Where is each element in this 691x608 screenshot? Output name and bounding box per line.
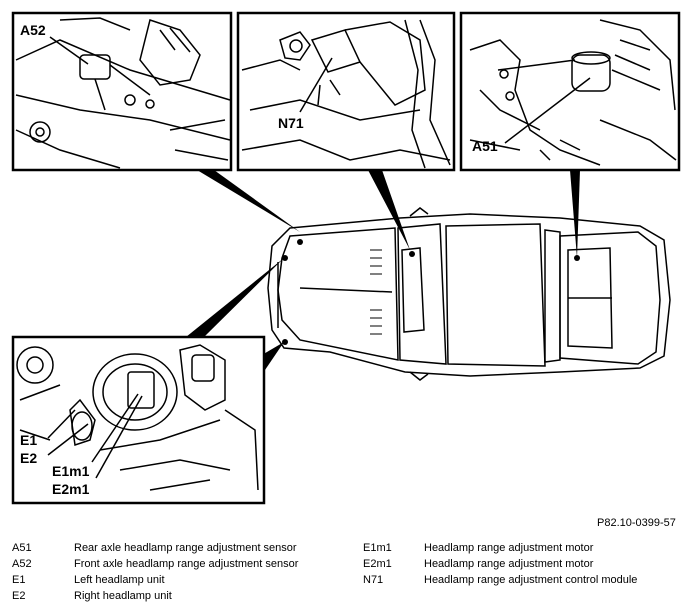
callout-a51: A51 (472, 138, 498, 154)
legend-row: E1m1 Headlamp range adjustment motor (363, 540, 637, 556)
legend-row: A52 Front axle headlamp range adjustment … (12, 556, 298, 572)
car-hood (277, 227, 399, 361)
legend-desc: Front axle headlamp range adjustment sen… (74, 558, 299, 570)
car-trunk-panel (567, 247, 613, 349)
inset-headlamp-pointer-e1 (47, 409, 76, 439)
inset-a51-artwork (469, 19, 677, 166)
inset-a51: A51 (459, 11, 681, 172)
inset-n71-pointer (299, 57, 333, 113)
leader-wedge-a52 (197, 170, 300, 232)
legend-left: A51 Rear axle headlamp range adjustment s… (12, 540, 298, 604)
legend-code: N71 (363, 574, 384, 586)
leader-wedge-n71 (368, 170, 410, 250)
car-engine-detail (401, 247, 425, 333)
inset-headlamp-pointer-e1m1 (91, 393, 139, 463)
car-body-outline (267, 213, 671, 377)
legend-desc: Headlamp range adjustment motor (424, 542, 594, 554)
inset-a51-pointer (504, 77, 591, 144)
legend-desc: Headlamp range adjustment motor (424, 558, 594, 570)
callout-e1m1: E1m1 (52, 463, 90, 479)
car-top-view (267, 207, 671, 381)
legend-code: A51 (12, 542, 32, 554)
inset-headlamp-artwork (16, 344, 259, 491)
callout-e1: E1 (20, 432, 37, 448)
legend-desc: Right headlamp unit (74, 590, 172, 602)
car-mirror-left (409, 207, 429, 217)
legend-row: E2 Right headlamp unit (12, 588, 298, 604)
car-mirror-right (409, 371, 429, 381)
legend-row: A51 Rear axle headlamp range adjustment s… (12, 540, 298, 556)
inset-a52-frame (11, 11, 233, 172)
figure-reference: P82.10-0399-57 (597, 517, 676, 529)
legend-row: E2m1 Headlamp range adjustment motor (363, 556, 637, 572)
legend-row: E1 Left headlamp unit (12, 572, 298, 588)
inset-headlamp-pointer-e2 (47, 423, 89, 456)
car-rear-window (544, 229, 561, 363)
inset-a51-frame (459, 11, 681, 172)
marker-e2 (282, 339, 288, 345)
inset-n71-artwork (241, 19, 451, 169)
legend-code: A52 (12, 558, 32, 570)
legend-desc: Left headlamp unit (74, 574, 165, 586)
legend-code: E2 (12, 590, 26, 602)
legend-row: N71 Headlamp range adjustment control mod… (363, 572, 637, 588)
car-trunk (559, 231, 661, 365)
marker-a52 (297, 239, 303, 245)
callout-n71: N71 (278, 115, 304, 131)
leader-wedge-a51 (570, 170, 580, 258)
leader-wedge-e1 (186, 258, 284, 337)
legend-desc: Rear axle headlamp range adjustment sens… (74, 542, 297, 554)
inset-headlamp-pointer-e2m1 (95, 395, 143, 479)
legend-code: E1m1 (363, 542, 392, 554)
car-roof (445, 223, 546, 367)
callout-a52: A52 (20, 22, 46, 38)
component-markers (282, 239, 580, 345)
legend-desc: Headlamp range adjustment control module (424, 574, 638, 586)
marker-e1 (282, 255, 288, 261)
car-windshield (397, 223, 447, 365)
callout-e2m1: E2m1 (52, 481, 90, 497)
inset-a52-pointer (49, 36, 89, 65)
car-hood-crease (299, 287, 393, 293)
legend-code: E1 (12, 574, 26, 586)
legend-code: E2m1 (363, 558, 392, 570)
marker-n71 (409, 251, 415, 257)
callout-e2: E2 (20, 450, 37, 466)
marker-a51 (574, 255, 580, 261)
car-hood-vents (370, 249, 382, 335)
inset-headlamp: E1 E2 E1m1 E2m1 (11, 335, 266, 505)
inset-n71: N71 (236, 11, 456, 172)
inset-a52: A52 (11, 11, 233, 172)
inset-a52-artwork (15, 17, 231, 169)
